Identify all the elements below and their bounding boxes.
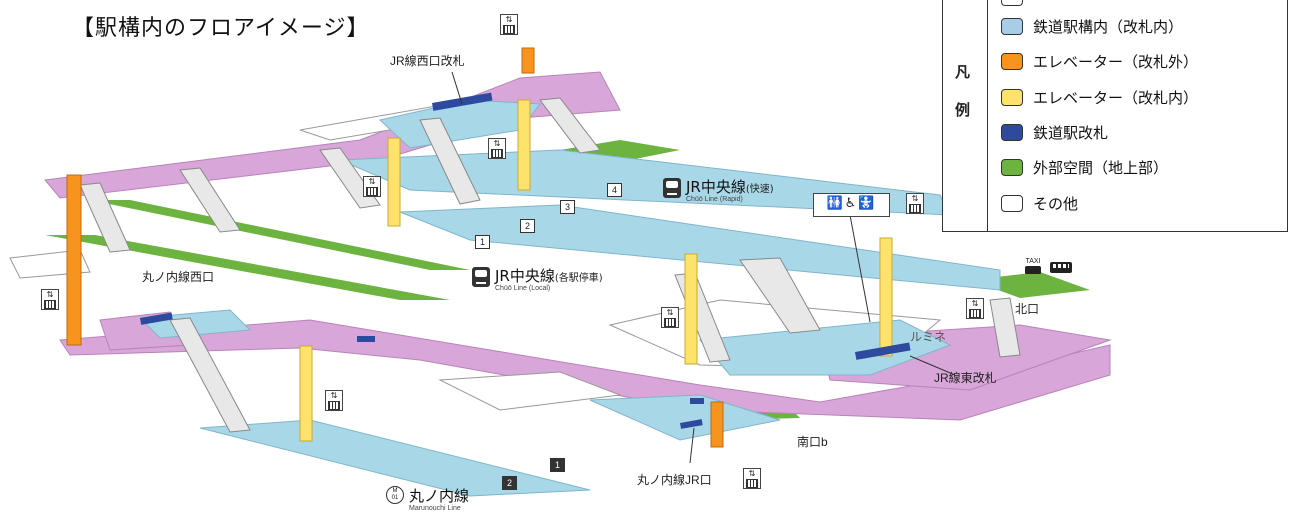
- elevator-icon: ⇅: [966, 298, 984, 319]
- north-exit-label: 北口: [1015, 302, 1040, 316]
- elevator-icon: ⇅: [488, 138, 506, 159]
- elevator-outside: [521, 47, 535, 74]
- platform-marunouchi-2: [589, 394, 781, 441]
- elevator-icon: ⇅: [743, 468, 761, 489]
- page-title: 【駅構内のフロアイメージ】: [72, 16, 370, 41]
- legend-header-char: 凡: [955, 63, 971, 81]
- marunouchi-platform-number: 2: [502, 476, 517, 490]
- marunouchi-jr-exit-label: 丸ノ内線JR口: [637, 473, 712, 487]
- elevator-icon: ⇅: [363, 176, 381, 197]
- outdoor-area: [90, 200, 470, 270]
- legend-swatch: [1001, 194, 1023, 212]
- legend: 凡 例 鉄道駅構内（改札内） エレベーター（改札外） エレベーター（改札内） 鉄…: [942, 0, 1288, 232]
- elevator-inside: [517, 99, 531, 191]
- elevator-icon: ⇅: [906, 193, 924, 214]
- line-sub: Chūō Line (Local): [495, 285, 551, 292]
- elevator-outside: [66, 174, 82, 346]
- jr-west-gate-label: JR線西口改札: [390, 54, 465, 68]
- marunouchi-west-label: 丸ノ内線西口: [142, 270, 215, 284]
- elevator-icon: ⇅: [500, 14, 518, 35]
- elevator-outside: [710, 401, 724, 448]
- train-icon: [663, 178, 681, 198]
- legend-row: 鉄道駅改札: [1001, 121, 1108, 143]
- legend-header: 凡 例: [943, 0, 988, 231]
- legend-label: エレベーター（改札内）: [1033, 88, 1199, 107]
- line-sub: Marunouchi Line: [409, 505, 461, 512]
- platform-number: 1: [475, 235, 490, 249]
- line-name: 丸ノ内線: [409, 487, 470, 505]
- legend-label: その他: [1033, 194, 1079, 213]
- line-name: JR中央線: [495, 267, 555, 285]
- elevator-inside: [879, 237, 893, 357]
- line-name: JR中央線: [686, 178, 746, 196]
- chuo-local-title: JR中央線(各駅停車) Chūō Line (Local): [472, 265, 603, 292]
- jr-east-gate-label: JR線東改札: [934, 371, 997, 385]
- legend-row: エレベーター（改札内）: [1001, 86, 1198, 108]
- chuo-rapid-title: JR中央線(快速) Chūō Line (Rapid): [663, 176, 774, 203]
- legend-swatch: [1001, 88, 1023, 106]
- line-type: (快速): [745, 184, 774, 195]
- elevator-icon: ⇅: [325, 390, 343, 411]
- legend-label: エレベーター（改札外）: [1033, 52, 1199, 71]
- outdoor-area: [45, 235, 450, 300]
- legend-swatch: [1001, 123, 1023, 141]
- legend-row: 外部空間（地上部）: [1001, 156, 1168, 178]
- platform-rapid-2: [399, 204, 1001, 291]
- elevator-inside: [684, 253, 698, 365]
- taxi-icon: TAXI: [1022, 258, 1044, 280]
- platform-top-light: [378, 99, 541, 149]
- legend-row: エレベーター（改札外）: [1001, 50, 1198, 72]
- line-sub: Chūō Line (Rapid): [686, 196, 743, 203]
- legend-label: 鉄道駅構内（改札内）: [1033, 17, 1184, 36]
- train-icon: [472, 267, 490, 287]
- legend-swatch: [1001, 158, 1023, 176]
- elevator-inside: [387, 137, 401, 227]
- toilet-accessible-icon: 🚻♿🚼: [813, 193, 890, 217]
- elevator-inside: [299, 345, 313, 442]
- legend-header-char: 例: [955, 101, 971, 119]
- platform-marunouchi: [199, 419, 591, 497]
- elevator-icon: ⇅: [41, 289, 59, 310]
- legend-swatch: [1001, 0, 1023, 6]
- platform-number: 2: [520, 219, 535, 233]
- elevator-icon: ⇅: [661, 307, 679, 328]
- legend-label: 鉄道駅改札: [1033, 123, 1109, 142]
- legend-row: その他: [1001, 192, 1078, 214]
- ticket-gate: [140, 92, 911, 429]
- platform-number: 4: [607, 183, 622, 197]
- legend-swatch: [1001, 52, 1023, 70]
- lumine-label: ルミネ: [910, 330, 947, 344]
- south-exit-b-label: 南口b: [797, 435, 828, 449]
- other-area: [438, 371, 621, 411]
- platform-number: 3: [560, 200, 575, 214]
- line-type: (各駅停車): [554, 273, 603, 284]
- marunouchi-platform-number: 1: [550, 458, 565, 472]
- legend-row: 鉄道駅構内（改札内）: [1001, 15, 1183, 37]
- legend-swatch: [1001, 17, 1023, 35]
- legend-row: [1001, 0, 1023, 13]
- bus-icon: [1050, 262, 1072, 273]
- legend-label: 外部空間（地上部）: [1033, 158, 1169, 177]
